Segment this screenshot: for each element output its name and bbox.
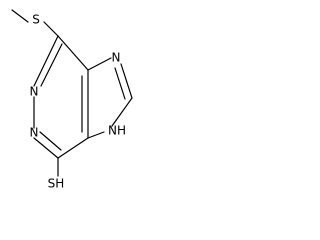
- molecule-canvas: S N N N NH SH: [0, 0, 141, 192]
- bond-nh-c: [87, 131, 105, 139]
- bond-ch3-s: [11, 9, 29, 23]
- bond-c-c-bottom: [57, 137, 89, 159]
- atom-label-sh: SH: [48, 177, 65, 191]
- atom-label-n3: N: [112, 51, 121, 65]
- atom-label-n1: N: [30, 85, 39, 99]
- bond-ch-nh: [111, 97, 133, 127]
- bond-c-c-top: [57, 35, 89, 71]
- bond-c-n1-double: [40, 43, 63, 87]
- bond-n2-c-double: [39, 131, 62, 151]
- bond-s-c: [43, 21, 59, 37]
- bond-n3-ch: [120, 63, 133, 99]
- atom-label-n2: N: [30, 126, 39, 140]
- atom-label-s-methylthio: S: [32, 13, 40, 27]
- atom-label-nh: NH: [108, 124, 126, 138]
- bond-c-n3: [87, 57, 112, 71]
- bond-n2-c: [33, 137, 59, 159]
- molecule-drawing: S N N N NH SH: [11, 9, 133, 191]
- bond-n3-ch-double: [114, 67, 126, 100]
- bond-c-n1: [33, 35, 59, 87]
